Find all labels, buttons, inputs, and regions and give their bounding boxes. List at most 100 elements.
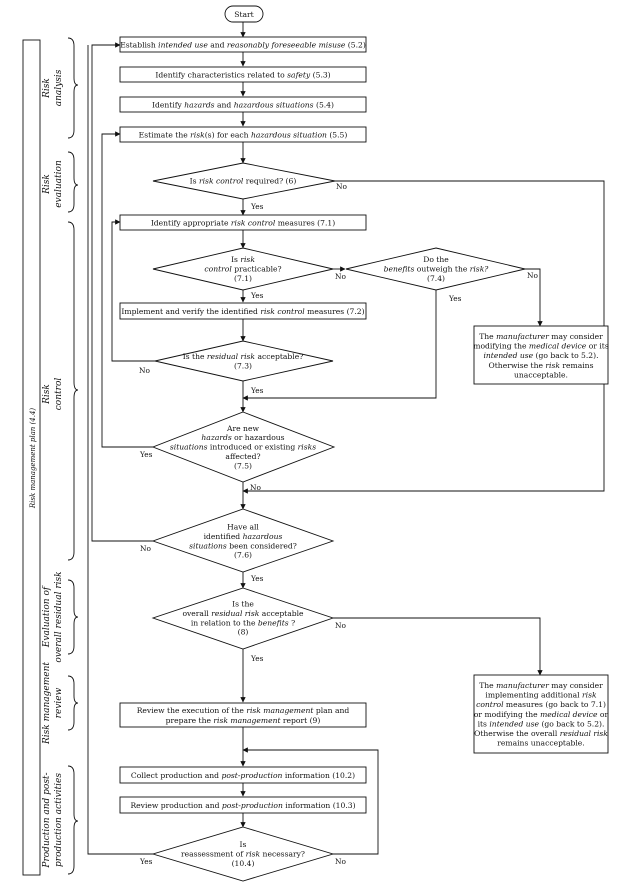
d74-line-0: Do the <box>423 255 449 264</box>
analysis-bracket <box>67 37 79 139</box>
d8-line-2: in relation to the benefits ? <box>191 618 295 627</box>
label-d73-no: No <box>139 366 150 375</box>
step-implement-verify-measures: Implement and verify the identified risk… <box>119 302 367 320</box>
step-review-risk-management-plan: Review the execution of the risk managem… <box>119 702 367 728</box>
label-d75-no: No <box>250 483 261 492</box>
step-identify-risk-control-measures: Identify appropriate risk control measur… <box>119 214 367 231</box>
d8-line-0: Is the <box>232 600 254 609</box>
label-d71-no: No <box>335 272 346 281</box>
d75-line-3: affected? <box>225 452 260 461</box>
phase-label-overall: Evaluation of overall residual risk <box>42 571 64 662</box>
n2-line-2: control measures (go back to 7.1) <box>476 700 606 709</box>
d6-line-0: Is risk control required? (6) <box>190 177 297 186</box>
label-d104-no: No <box>335 857 346 866</box>
d76-line-2: situations been considered? <box>189 541 297 550</box>
n2-line-0: The manufacturer may consider <box>479 681 603 690</box>
svg-text:Risk: Risk <box>42 384 52 405</box>
d75-line-4: (7.5) <box>234 461 252 470</box>
svg-text:production activities: production activities <box>54 773 64 867</box>
d73-line-1: (7.3) <box>234 361 252 370</box>
step-estimate-risks: Estimate the risk(s) for each hazardous … <box>119 126 367 143</box>
step-text-s71: Identify appropriate risk control measur… <box>151 219 335 228</box>
d76-line-3: (7.6) <box>234 551 252 560</box>
step-establish-intended-use: Establish intended use and reasonably fo… <box>119 36 367 53</box>
d8-line-3: (8) <box>238 628 249 637</box>
step-text-s103: Review production and post-production in… <box>130 801 355 810</box>
label-d6-yes: Yes <box>250 202 264 211</box>
svg-text:control: control <box>54 378 64 411</box>
n1-line-3: Otherwise the risk remains <box>489 361 594 370</box>
step-text-s55: Estimate the risk(s) for each hazardous … <box>139 131 348 140</box>
n1-line-2: intended use (go back to 5.2). <box>483 351 598 360</box>
svg-text:analysis: analysis <box>54 69 64 106</box>
risk-management-plan-label: Risk management plan (4.4) <box>29 408 37 510</box>
n1-line-1: modifying the medical device or its <box>473 342 609 351</box>
decision-risk-control-required: Is risk control required? (6) <box>152 162 336 200</box>
svg-text:overall residual risk: overall residual risk <box>54 571 64 662</box>
d71-line-0: Is risk <box>231 255 255 264</box>
d74-line-1: benefits outweigh the risk? <box>384 265 490 274</box>
step-text-s9b: prepare the risk management report (9) <box>166 716 321 725</box>
d76-line-0: Have all <box>227 523 259 532</box>
svg-text:Risk: Risk <box>42 78 52 99</box>
n2-line-5: Otherwise the overall residual risk <box>474 729 608 738</box>
d75-line-0: Are new <box>226 424 259 433</box>
d74-line-2: (7.4) <box>427 274 445 283</box>
label-d74-no: No <box>527 271 538 280</box>
label-d6-no: No <box>336 182 347 191</box>
evaluation-bracket <box>67 151 79 213</box>
step-identify-hazards: Identify hazards and hazardous situation… <box>119 96 367 113</box>
n2-line-3: or modifying the medical device or <box>474 710 609 719</box>
note-implement-additional-measures: The manufacturer may considerimplementin… <box>473 674 609 754</box>
start-terminal <box>224 5 264 23</box>
d104-line-2: (10.4) <box>232 859 255 868</box>
svg-text:review: review <box>54 687 64 718</box>
review-bracket <box>67 675 79 731</box>
label-d73-yes: Yes <box>250 386 264 395</box>
label-d104-yes: Yes <box>139 857 153 866</box>
decision-residual-risk-acceptable: Is the residual risk acceptable?(7.3) <box>154 340 334 382</box>
start-label: Start <box>234 10 253 19</box>
phase-label-production: Production and post- production activiti… <box>42 772 64 868</box>
step-text-s53: Identify characteristics related to safe… <box>155 71 330 80</box>
n2-line-6: remains unacceptable. <box>497 739 584 748</box>
phase-label-review: Risk management review <box>42 662 64 745</box>
risk-management-plan-bar <box>22 39 41 876</box>
d71-line-2: (7.1) <box>234 274 252 283</box>
step-text-s102: Collect production and post-production i… <box>131 771 355 780</box>
phase-label-evaluation: Risk evaluation <box>42 160 64 208</box>
step-text-s54: Identify hazards and hazardous situation… <box>152 101 334 110</box>
svg-text:Evaluation of: Evaluation of <box>42 585 52 648</box>
label-d76-no: No <box>140 544 151 553</box>
step-review-production-info: Review production and post-production in… <box>119 796 367 814</box>
label-d8-yes: Yes <box>250 654 264 663</box>
svg-text:Production and post-: Production and post- <box>42 772 52 868</box>
phase-label-analysis: Risk analysis <box>42 69 64 106</box>
branch-labels: No Yes No Yes No Yes No Yes Yes No No Ye… <box>139 182 538 866</box>
step-text-s52: Establish intended use and reasonably fo… <box>120 41 366 50</box>
n1-line-4: unacceptable. <box>514 370 568 379</box>
step-collect-production-info: Collect production and post-production i… <box>119 766 367 784</box>
n1-line-0: The manufacturer may consider <box>479 332 603 341</box>
step-identify-characteristics: Identify characteristics related to safe… <box>119 66 367 83</box>
connectors <box>87 22 605 855</box>
label-d71-yes: Yes <box>250 291 264 300</box>
d75-line-2: situations introduced or existing risks <box>170 443 316 452</box>
phase-label-control: Risk control <box>42 378 64 411</box>
n2-line-4: its intended use (go back to 5.2). <box>478 719 605 728</box>
label-d74-yes: Yes <box>448 294 462 303</box>
d8-line-1: overall residual risk acceptable <box>182 609 304 618</box>
step-text-s72: Implement and verify the identified risk… <box>121 307 364 316</box>
svg-text:Risk management: Risk management <box>42 662 52 745</box>
d75-line-1: hazards or hazardous <box>201 433 284 442</box>
svg-text:evaluation: evaluation <box>54 160 64 208</box>
overall-bracket <box>67 579 79 655</box>
